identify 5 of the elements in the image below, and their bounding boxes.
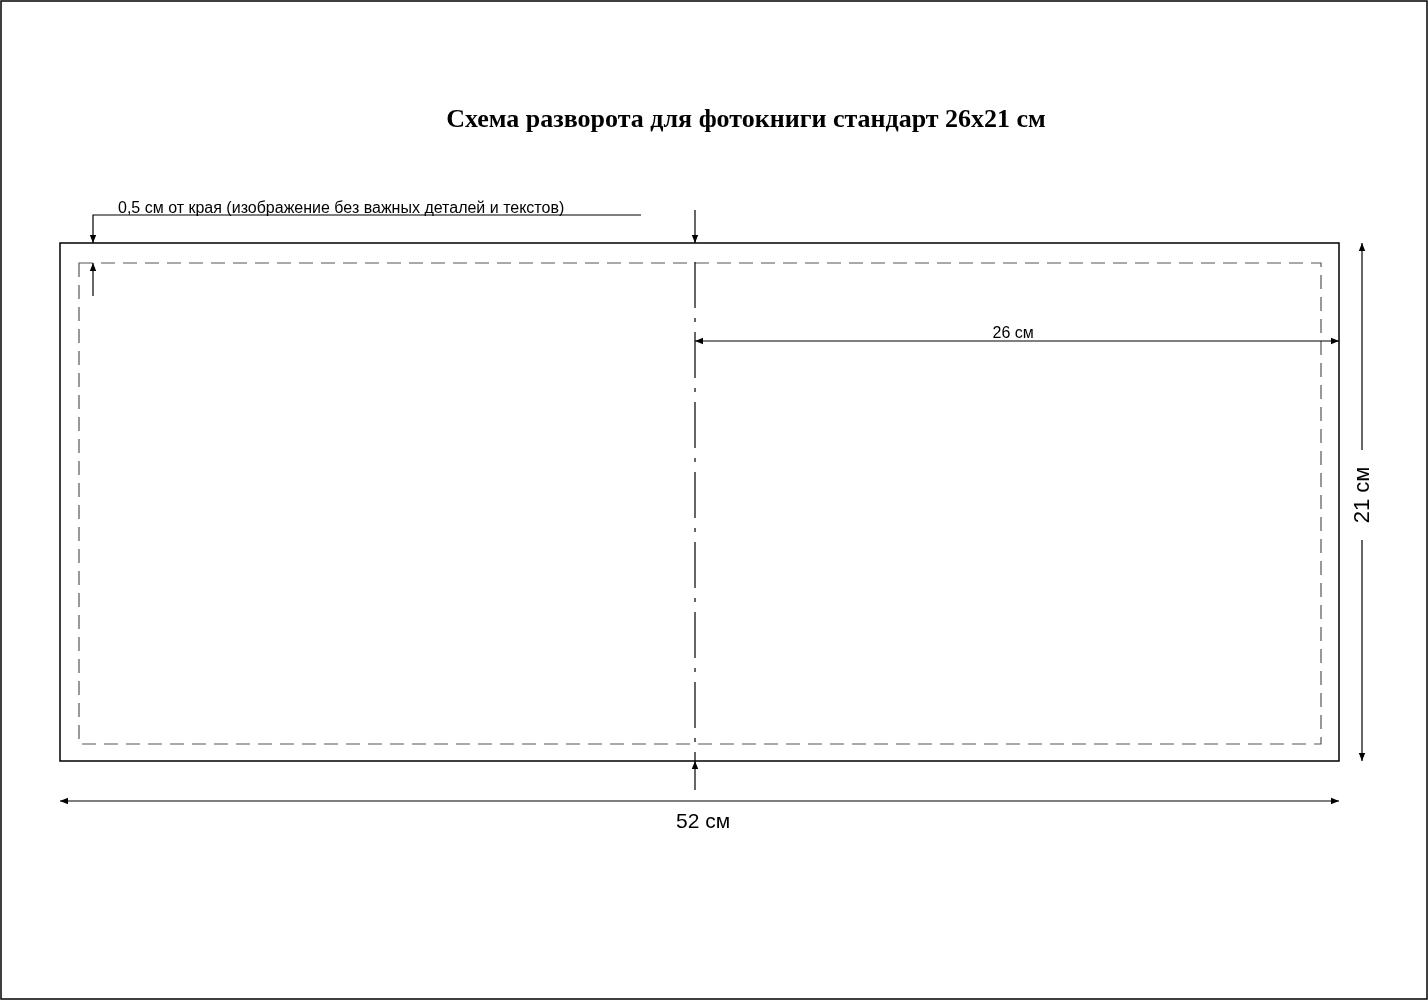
- title: Схема разворота для фотокниги стандарт 26х21 см: [445, 106, 1047, 132]
- dimension-label: 52 см: [676, 810, 731, 831]
- dimension-label: 0,5 см от края (изображение без важных деталей и текстов): [118, 200, 565, 216]
- dimension-label: 21 см: [1350, 466, 1373, 524]
- dimension-label: 26 см: [992, 325, 1034, 341]
